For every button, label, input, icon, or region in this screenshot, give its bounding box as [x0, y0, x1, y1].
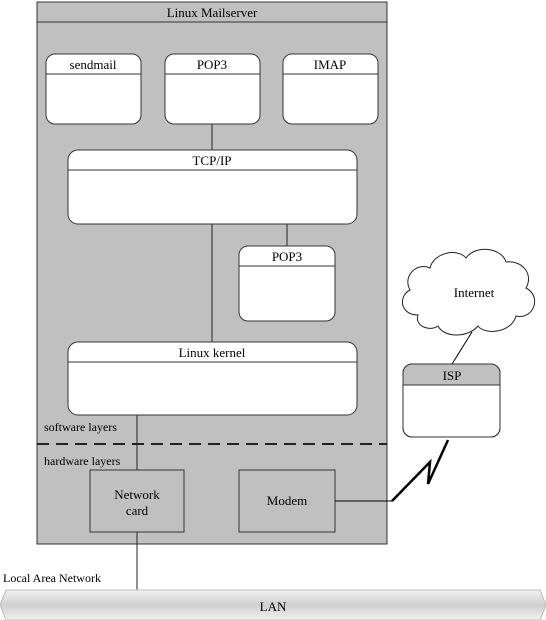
pop3-layer-label: POP3	[272, 249, 302, 264]
imap-label: IMAP	[314, 57, 347, 72]
pop3-layer-box: POP3	[238, 245, 336, 322]
tcpip-label: TCP/IP	[192, 153, 231, 168]
local-area-network-label: Local Area Network	[3, 571, 101, 585]
server-title: Linux Mailserver	[167, 5, 258, 20]
internet-label: Internet	[454, 285, 495, 300]
internet-isp-link	[451, 331, 473, 365]
network-card-label-line1: Network	[114, 487, 160, 502]
network-card-box: Network card	[89, 469, 185, 533]
modem-isp-link	[335, 439, 450, 502]
imap-box: IMAP	[282, 53, 379, 125]
isp-box: ISP	[402, 363, 501, 438]
hardware-layers-label: hardware layers	[44, 454, 121, 468]
isp-label: ISP	[443, 368, 462, 383]
pop3-app-box: POP3	[164, 53, 261, 125]
pop3-app-label: POP3	[197, 57, 227, 72]
network-card-label-line2: card	[126, 503, 149, 518]
modem-box: Modem	[238, 469, 336, 533]
lan-label: LAN	[260, 599, 287, 614]
modem-label: Modem	[267, 493, 307, 508]
internal-connectors	[136, 124, 288, 590]
linux-kernel-label: Linux kernel	[179, 345, 246, 360]
software-layers-label: software layers	[44, 420, 117, 434]
sendmail-label: sendmail	[70, 57, 117, 72]
sendmail-box: sendmail	[45, 53, 142, 125]
linux-kernel-box: Linux kernel	[67, 341, 358, 416]
lan-bar: LAN	[0, 589, 546, 620]
tcpip-box: TCP/IP	[67, 149, 358, 225]
internet-cloud: Internet	[402, 248, 536, 336]
